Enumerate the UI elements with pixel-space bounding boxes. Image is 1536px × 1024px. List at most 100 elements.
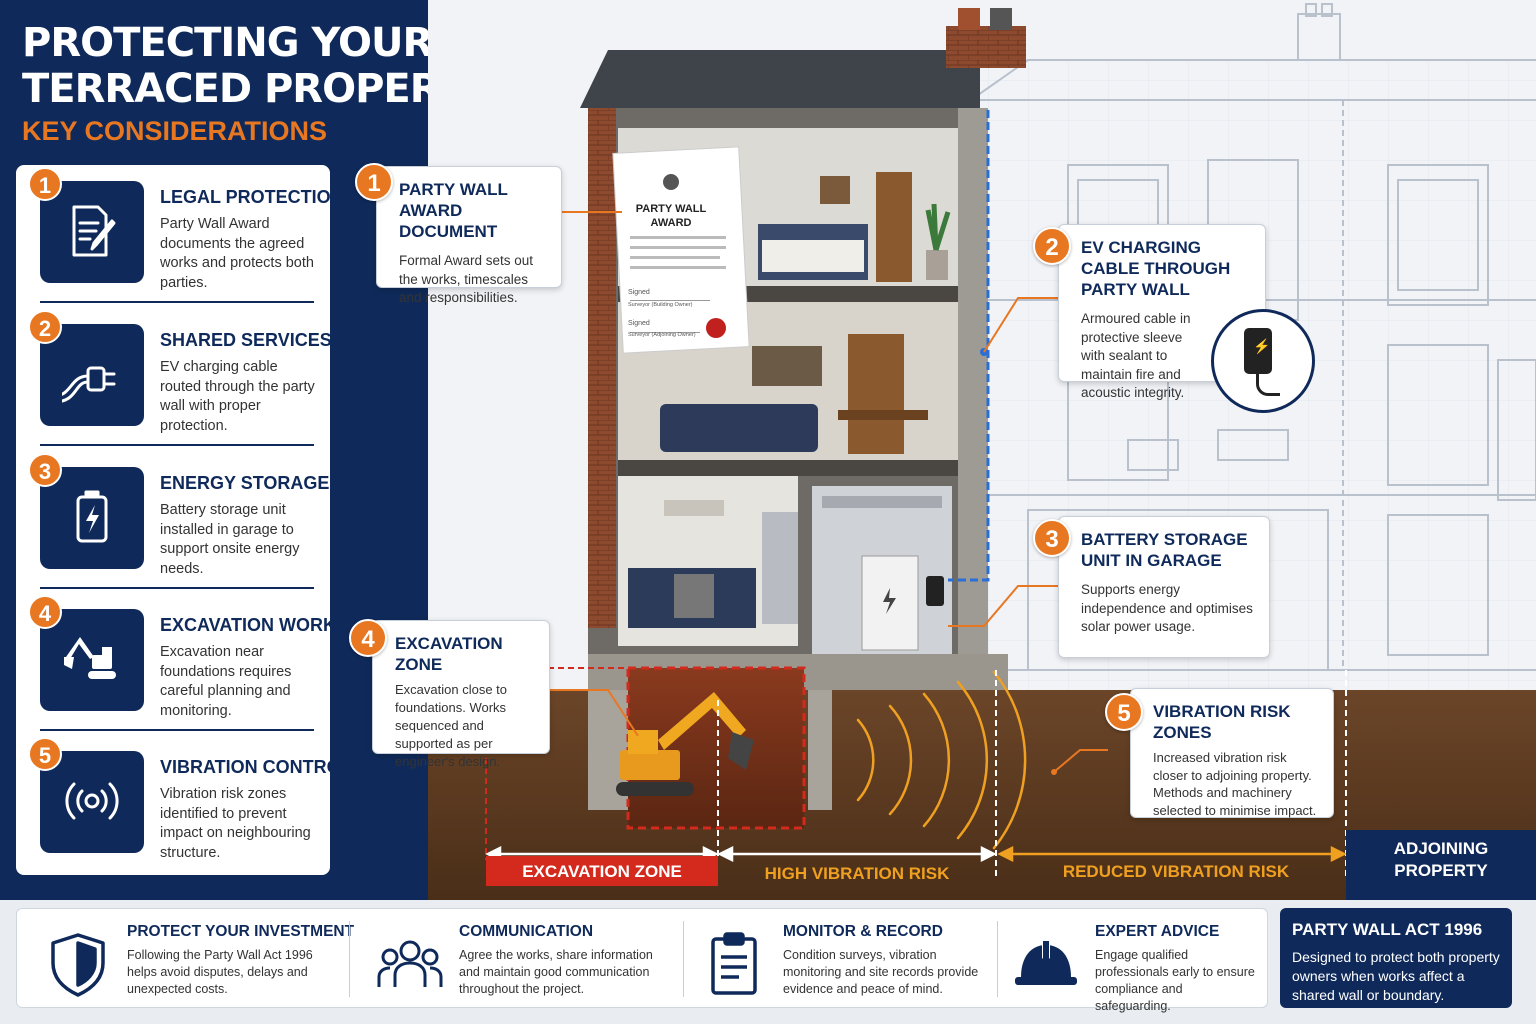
consideration-title: EXCAVATION WORKS [160,615,348,635]
excavation-zone-label: EXCAVATION ZONE [522,862,682,881]
shield-icon [51,933,105,997]
divider [40,729,314,731]
bottom-item-title: COMMUNICATION [459,923,594,940]
bottom-item-desc: Following the Party Wall Act 1996 helps … [127,948,313,996]
document-signed-2: Signed [628,320,650,327]
document-pen-icon [72,205,116,257]
title-line-2: TERRACED PROPERTY [22,66,493,112]
bottom-item-monitor: MONITOR & RECORD Condition surveys, vibr… [699,909,999,1009]
excavator-icon [64,637,116,679]
party-wall-act-box: PARTY WALL ACT 1996 Designed to protect … [1280,908,1512,1008]
divider [40,301,314,303]
page-title: PROTECTING YOUR TERRACED PROPERTY [22,20,493,112]
consideration-number: 4 [28,595,62,629]
divider [40,444,314,446]
title-line-1: PROTECTING YOUR [22,20,433,66]
bottom-info-bar: PROTECT YOUR INVESTMENT Following the Pa… [16,908,1268,1013]
consideration-title: VIBRATION CONTROL [160,757,352,777]
callout-title: PARTY WALL AWARD DOCUMENT [399,180,508,241]
bottom-item-protect: PROTECT YOUR INVESTMENT Following the Pa… [43,909,354,1009]
page-subtitle: KEY CONSIDERATIONS [22,116,328,146]
house-cutaway-scene: PARTY WALL AWARD Signed Surveyor (Buildi… [349,0,1536,900]
callout-title: EV CHARGING CABLE THROUGH PARTY WALL [1081,238,1231,299]
reduced-vibration-arrow [997,845,1347,863]
high-vibration-arrow [717,845,997,863]
callout-desc: Armoured cable in protective sleeve with… [1081,311,1191,400]
document-signer-2: Surveyor (Adjoining Owner) [628,332,696,338]
vibration-icon [65,782,119,820]
consideration-title: SHARED SERVICES [160,330,332,350]
callout-desc: Formal Award sets out the works, timesca… [399,253,534,305]
adjoining-label-line-2: PROPERTY [1394,861,1488,880]
battery-icon [76,490,108,543]
consideration-desc: Battery storage unit installed in garage… [160,502,300,577]
consideration-desc: EV charging cable routed through the par… [160,359,315,434]
callout-desc: Excavation close to foundations. Works s… [395,682,508,769]
callout-party-wall-award: 1 PARTY WALL AWARD DOCUMENT Formal Award… [355,163,562,305]
callout-title: BATTERY STORAGE UNIT IN GARAGE [1081,530,1248,570]
act-title: PARTY WALL ACT 1996 [1292,920,1483,939]
callout-title: VIBRATION RISK ZONES [1153,702,1291,742]
callout-number: 5 [1105,693,1143,731]
document-title-line-2: AWARD [651,217,692,229]
callout-battery-storage: 3 BATTERY STORAGE UNIT IN GARAGE Support… [1033,516,1270,658]
house-illustration: PARTY WALL AWARD Signed Surveyor (Buildi… [428,0,1536,900]
clipboard-icon [711,932,757,995]
consideration-number: 5 [28,737,62,771]
hard-hat-icon [1015,939,1077,985]
bottom-item-desc: Condition surveys, vibration monitoring … [783,948,979,996]
act-desc: Designed to protect both property owners… [1292,949,1500,1003]
consideration-item-shared-services: 2 SHARED SERVICES EV charging cable rout… [28,310,332,446]
consideration-number: 1 [28,167,62,201]
bottom-item-expert: EXPERT ADVICE Engage qualified professio… [1011,909,1265,1013]
party-wall-award-document [612,146,750,354]
bottom-item-title: PROTECT YOUR INVESTMENT [127,923,355,940]
bottom-item-communication: COMMUNICATION Agree the works, share inf… [375,909,675,1009]
chimney [946,26,1026,68]
divider [349,921,350,997]
left-panel: PROTECTING YOUR TERRACED PROPERTY KEY CO… [0,0,493,900]
excavation-zone-label-bg [486,856,718,886]
vibration-waves [856,670,1027,850]
ev-charger-icon: ⚡ [1211,309,1315,413]
consideration-number: 2 [28,310,62,344]
callout-excavation-zone: 4 EXCAVATION ZONE Excavation close to fo… [349,619,550,769]
excavator [616,692,754,796]
consideration-desc: Party Wall Award documents the agreed wo… [160,216,314,291]
callout-number: 3 [1033,519,1071,557]
bottom-item-title: EXPERT ADVICE [1095,923,1220,940]
callout-title: EXCAVATION ZONE [395,634,503,674]
consideration-desc: Excavation near foundations requires car… [160,644,292,719]
callout-ev-cable: 2 EV CHARGING CABLE THROUGH PARTY WALL A… [1033,224,1315,413]
adjoining-property-label-bg [1346,830,1536,900]
consideration-desc: Vibration risk zones identified to preve… [160,786,311,861]
high-vibration-label: HIGH VIBRATION RISK [764,864,950,883]
document-signer-1: Surveyor (Building Owner) [628,302,693,308]
consideration-title: ENERGY STORAGE [160,473,330,493]
bottom-item-title: MONITOR & RECORD [783,923,943,940]
divider [683,921,684,997]
callout-leader-lines [550,211,1108,773]
callout-number: 2 [1033,227,1071,265]
consideration-number: 3 [28,453,62,487]
adjoining-label-line-1: ADJOINING [1393,839,1489,858]
consideration-item-excavation: 4 EXCAVATION WORKS Excavation near found… [28,595,348,731]
consideration-item-energy-storage: 3 ENERGY STORAGE Battery storage unit in… [28,453,329,589]
people-group-icon [377,940,443,987]
consideration-item-vibration: 5 VIBRATION CONTROL Vibration risk zones… [28,737,352,867]
consideration-item-legal: 1 LEGAL PROTECTION Party Wall Award docu… [28,167,344,303]
document-signed-1: Signed [628,289,650,296]
callout-number: 1 [355,163,393,201]
document-title-line-1: PARTY WALL [636,203,707,215]
divider [997,921,998,997]
callout-desc: Supports energy independence and optimis… [1081,582,1253,634]
considerations-card: 1 LEGAL PROTECTION Party Wall Award docu… [16,165,352,875]
consideration-title: LEGAL PROTECTION [160,187,344,207]
callout-vibration-risk: 5 VIBRATION RISK ZONES Increased vibrati… [1105,688,1334,818]
divider [40,587,314,589]
callout-desc: Increased vibration risk closer to adjoi… [1153,750,1317,818]
ev-cable-route [948,110,990,582]
callout-number: 4 [349,619,387,657]
roof [580,50,980,108]
bottom-item-desc: Engage qualified professionals early to … [1095,948,1255,1013]
